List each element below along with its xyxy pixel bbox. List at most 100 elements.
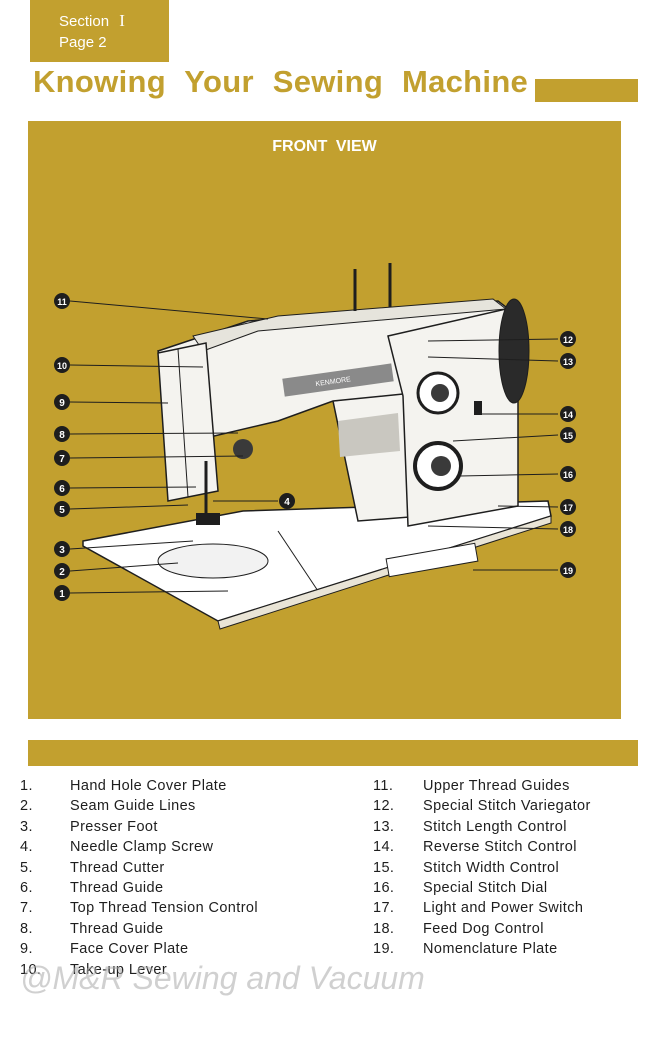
part-number: 3. xyxy=(20,818,33,835)
part-name: Thread Guide xyxy=(70,920,164,937)
tension-knob xyxy=(233,439,253,459)
stitch-length-dial-hub xyxy=(431,384,449,402)
arm-nameplate xyxy=(282,363,394,397)
part-name: Stitch Length Control xyxy=(423,818,567,835)
part-number: 14. xyxy=(373,839,395,856)
part-number: 6. xyxy=(20,879,33,896)
section-label: Section xyxy=(59,13,110,30)
callout-2-marker xyxy=(54,563,70,579)
callout-18-label: 18 xyxy=(563,525,573,535)
callout-9-label: 9 xyxy=(59,398,65,409)
part-name: Light and Power Switch xyxy=(423,900,584,917)
list-item: 6. Thread Guide xyxy=(20,878,350,898)
part-name: Hand Hole Cover Plate xyxy=(70,778,227,794)
part-name: Special Stitch Dial xyxy=(423,879,548,896)
sewing-machine-illustration: KENMORE xyxy=(54,263,576,630)
part-number: 7. xyxy=(20,900,33,917)
part-name: Reverse Stitch Control xyxy=(423,839,577,856)
accent-band xyxy=(28,740,638,766)
callout-19-marker xyxy=(560,562,576,578)
list-item: 7. Top Thread Tension Control xyxy=(20,898,350,918)
callout-14-marker xyxy=(560,406,576,422)
parts-list-right: 11.Upper Thread Guides 12. Special Stitch… xyxy=(373,776,643,960)
machine-bed xyxy=(82,500,552,622)
part-name: Top Thread Tension Control xyxy=(70,900,259,917)
callout-12-marker xyxy=(560,331,576,347)
list-item: 18. Feed Dog Control xyxy=(373,919,643,939)
callout-11-label: 11 xyxy=(57,297,67,307)
part-name: Nomenclature Plate xyxy=(423,941,558,958)
callout-4-marker xyxy=(279,493,295,509)
list-item: 5. Thread Cutter xyxy=(20,858,350,878)
part-number: 1. xyxy=(20,778,33,794)
callout-markers: 11 10 9 8 7 6 5 4 3 2 1 12 13 1 xyxy=(54,293,576,601)
bed-seam xyxy=(277,530,319,592)
callout-8-label: 8 xyxy=(59,430,65,441)
callout-6-marker xyxy=(54,480,70,496)
part-number: 15. xyxy=(373,859,395,876)
callout-17-marker xyxy=(560,499,576,515)
list-item: 10. Take-up Lever xyxy=(20,960,350,980)
front-view-panel: KENMORE xyxy=(28,121,621,719)
list-item: 17.Light and Power Switch xyxy=(373,898,643,918)
part-name: Feed Dog Control xyxy=(423,920,544,937)
parts-list-left: 1. Hand Hole Cover Plate 2. Seam Guide Lin… xyxy=(20,776,350,980)
part-number: 4. xyxy=(20,839,33,856)
part-name: Needle Clamp Screw xyxy=(70,839,214,856)
nomenclature-plate xyxy=(385,542,479,578)
list-item: 13. Stitch Length Control xyxy=(373,817,643,837)
callout-17-label: 17 xyxy=(563,503,573,513)
title-accent-bar xyxy=(535,79,638,102)
list-item: 16.Special Stitch Dial xyxy=(373,878,643,898)
callout-3-label: 3 xyxy=(59,545,65,556)
pillar-shadow xyxy=(338,413,400,457)
callout-1-label: 1 xyxy=(59,589,65,600)
part-number: 2. xyxy=(20,798,33,815)
section-tab: Section I Page 2 xyxy=(30,0,169,62)
list-item: 2. Seam Guide Lines xyxy=(20,796,350,816)
callout-18-marker xyxy=(560,521,576,537)
part-number: 18. xyxy=(373,920,395,937)
callout-7-label: 7 xyxy=(59,454,65,465)
list-item: 9.Face Cover Plate xyxy=(20,939,350,959)
part-name: Thread Guide xyxy=(70,879,164,896)
list-item: 1. Hand Hole Cover Plate xyxy=(20,776,350,796)
reverse-switch xyxy=(474,401,482,415)
part-name: Upper Thread Guides xyxy=(423,778,570,794)
machine-right-body xyxy=(387,308,519,527)
list-item: 12. Special Stitch Variegator xyxy=(373,796,643,816)
part-name: Seam Guide Lines xyxy=(70,798,196,815)
callout-10-label: 10 xyxy=(57,361,67,371)
part-name: Take-up Lever xyxy=(70,961,168,978)
face-cover-plate xyxy=(157,342,219,502)
callout-15-marker xyxy=(560,427,576,443)
face-plate-edge xyxy=(177,348,189,498)
part-number: 10. xyxy=(20,961,42,978)
part-number: 9. xyxy=(20,941,33,958)
handwheel xyxy=(498,298,530,404)
page-label: Page 2 xyxy=(59,34,107,51)
list-item: 15.Stitch Width Control xyxy=(373,858,643,878)
callout-12-label: 12 xyxy=(563,335,573,345)
callout-8-marker xyxy=(54,426,70,442)
part-name: Special Stitch Variegator xyxy=(423,798,591,815)
page-title: Knowing Your Sewing Machine xyxy=(33,64,529,99)
callout-3-marker xyxy=(54,541,70,557)
callout-6-label: 6 xyxy=(59,484,65,495)
part-number: 13. xyxy=(373,818,395,835)
callout-5-label: 5 xyxy=(59,505,65,516)
section-number: I xyxy=(119,11,125,30)
callout-9-marker xyxy=(54,394,70,410)
part-number: 5. xyxy=(20,859,33,876)
list-item: 4. Needle Clamp Screw xyxy=(20,837,350,857)
callout-7-marker xyxy=(54,450,70,466)
part-name: Thread Cutter xyxy=(70,859,165,876)
list-item: 19.Nomenclature Plate xyxy=(373,939,643,959)
list-item: 14. Reverse Stitch Control xyxy=(373,837,643,857)
list-item: 11.Upper Thread Guides xyxy=(373,776,643,796)
part-name: Presser Foot xyxy=(70,818,158,835)
callout-19-label: 19 xyxy=(563,566,573,576)
callout-5-marker xyxy=(54,501,70,517)
part-number: 12. xyxy=(373,798,395,815)
list-item: 3. Presser Foot xyxy=(20,817,350,837)
